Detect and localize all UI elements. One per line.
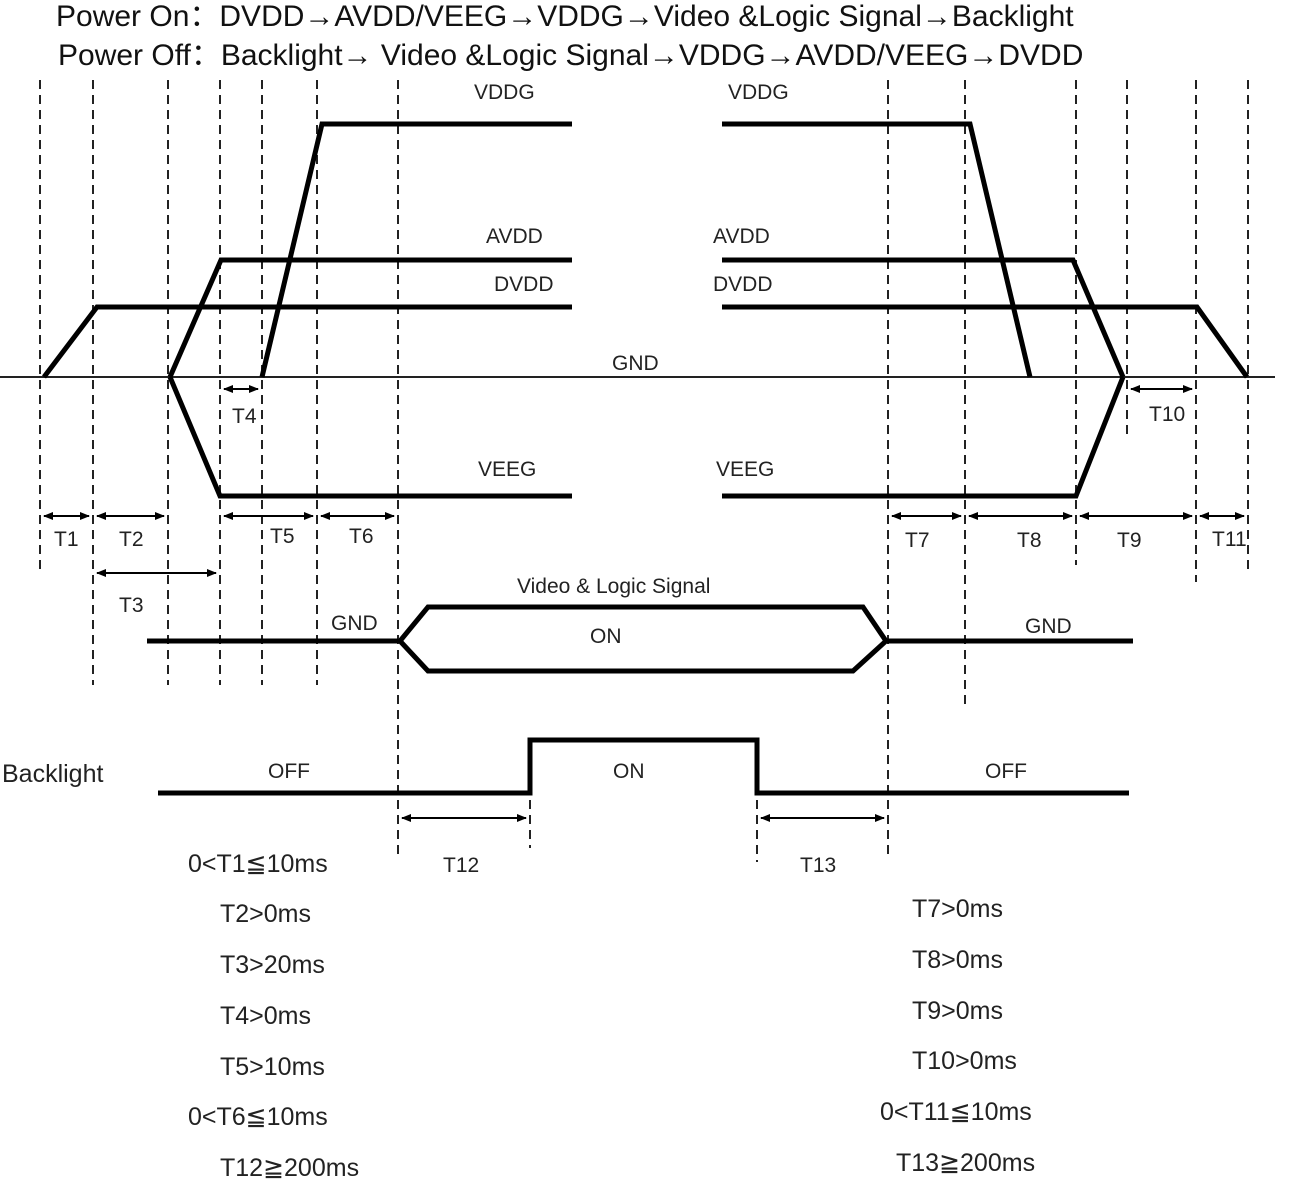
video-logic-on-window <box>396 604 890 674</box>
power-off-conditions: T7>0ms T8>0ms T9>0ms T10>0ms 0<T11≦10ms … <box>880 895 1035 1177</box>
t1-label: T1 <box>54 528 79 551</box>
vddg-label-left: VDDG <box>474 81 535 104</box>
backlight-waveform <box>158 737 1129 796</box>
t4-label: T4 <box>232 405 257 428</box>
vddg-label-right: VDDG <box>728 81 789 104</box>
t11-label: T11 <box>1212 528 1247 551</box>
t10-label: T10 <box>1149 403 1185 426</box>
condition-t4: T4>0ms <box>220 1002 311 1030</box>
t3-label: T3 <box>119 594 144 617</box>
power-off-sequence: Power Off：Backlight→ Video &Logic Signal… <box>58 39 1083 72</box>
t2-label: T2 <box>119 528 144 551</box>
veeg-label-right: VEEG <box>716 458 774 481</box>
condition-t6: 0<T6≦10ms <box>188 1103 328 1131</box>
backlight-off-label-right: OFF <box>985 760 1027 783</box>
avdd-fall-waveform <box>722 257 1126 378</box>
condition-t8: T8>0ms <box>912 946 1003 974</box>
video-logic-on-label: ON <box>590 625 622 648</box>
backlight-label: Backlight <box>2 760 103 788</box>
condition-t9: T9>0ms <box>912 997 1003 1025</box>
t13-label: T13 <box>800 854 836 877</box>
t7-label: T7 <box>905 529 930 552</box>
power-on-conditions: 0<T1≦10ms T2>0ms T3>20ms T4>0ms T5>10ms … <box>188 850 359 1182</box>
dvdd-label-right: DVDD <box>713 273 773 296</box>
condition-t12: T12≧200ms <box>220 1154 359 1182</box>
vddg-rise-waveform <box>259 121 572 378</box>
timing-arrows <box>43 385 1245 822</box>
power-on-sequence: Power On：DVDD→AVDD/VEEG→VDDG→Video &Logi… <box>56 0 1074 33</box>
condition-t5: T5>10ms <box>220 1053 325 1081</box>
avdd-label-left: AVDD <box>486 225 543 248</box>
backlight-on-label: ON <box>613 760 645 783</box>
video-logic-gnd-label-right: GND <box>1025 615 1072 638</box>
condition-t2: T2>0ms <box>220 900 311 928</box>
t12-label: T12 <box>443 854 479 877</box>
condition-t11: 0<T11≦10ms <box>880 1098 1032 1126</box>
condition-t1: 0<T1≦10ms <box>188 850 328 878</box>
gnd-label: GND <box>612 352 659 375</box>
veeg-rise-waveform <box>722 376 1126 499</box>
condition-t7: T7>0ms <box>912 895 1003 923</box>
t9-label: T9 <box>1117 529 1142 552</box>
veeg-label-left: VEEG <box>478 458 536 481</box>
video-logic-gnd-label-left: GND <box>331 612 378 635</box>
condition-t13: T13≧200ms <box>896 1149 1035 1177</box>
condition-t10: T10>0ms <box>912 1047 1017 1075</box>
timing-guides <box>39 80 1249 862</box>
t5-label: T5 <box>270 525 295 548</box>
dvdd-rise-waveform <box>42 304 572 379</box>
video-logic-label: Video & Logic Signal <box>517 575 710 598</box>
condition-t3: T3>20ms <box>220 951 325 979</box>
dvdd-label-left: DVDD <box>494 273 554 296</box>
veeg-fall-waveform <box>167 376 572 499</box>
dvdd-fall-waveform <box>722 304 1250 379</box>
avdd-label-right: AVDD <box>713 225 770 248</box>
t8-label: T8 <box>1017 529 1042 552</box>
avdd-rise-waveform <box>167 257 572 378</box>
vddg-fall-waveform <box>722 121 1033 378</box>
t6-label: T6 <box>349 525 374 548</box>
backlight-off-label-left: OFF <box>268 760 310 783</box>
